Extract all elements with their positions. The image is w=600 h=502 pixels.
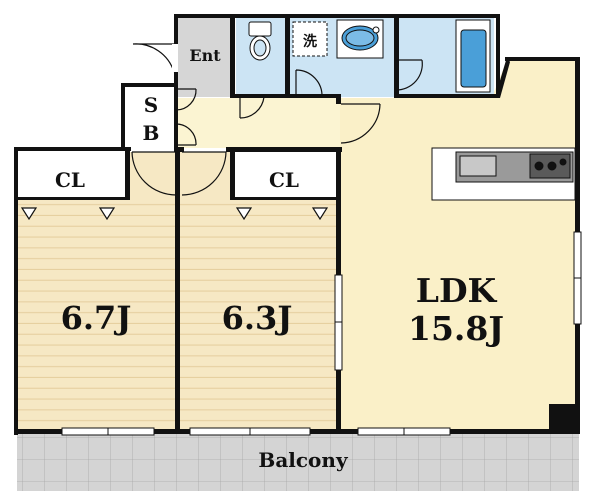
bedroom-2-floor — [180, 197, 337, 430]
entrance-floor — [178, 17, 232, 97]
ldk-name: LDK — [416, 271, 498, 310]
storage-label-b: B — [143, 121, 160, 145]
bedroom-2-size: 6.3J — [222, 299, 293, 337]
windows — [61, 231, 582, 436]
closet-markers — [20, 207, 329, 221]
closet-mid — [232, 152, 336, 199]
washer-space-icon: 洗 — [292, 21, 328, 57]
ldk-size: 15.8J — [408, 309, 504, 348]
washer-mark: 洗 — [303, 33, 317, 50]
bathtub-icon — [455, 19, 491, 93]
entrance-label: Ent — [189, 46, 221, 65]
bedroom-1-lower-alcove — [130, 152, 177, 200]
closet-mid-label: CL — [269, 168, 299, 192]
doors — [131, 43, 423, 196]
hallway-floor — [178, 98, 340, 152]
closet-left-label: CL — [55, 168, 85, 192]
balcony-label: Balcony — [258, 448, 349, 472]
balcony-floor — [17, 433, 579, 491]
bedroom-1-size: 6.7J — [61, 299, 132, 337]
bedroom-1-floor — [17, 197, 177, 430]
storage-label-s: S — [144, 93, 158, 117]
bedroom-2-upper-alcove — [180, 152, 230, 200]
ldk-floor — [340, 60, 575, 430]
kitchen-counter-icon — [431, 147, 576, 201]
wash-basin-icon — [336, 19, 384, 59]
closet-left — [17, 152, 127, 199]
toilet-icon — [248, 21, 272, 61]
storage-box — [124, 86, 176, 148]
